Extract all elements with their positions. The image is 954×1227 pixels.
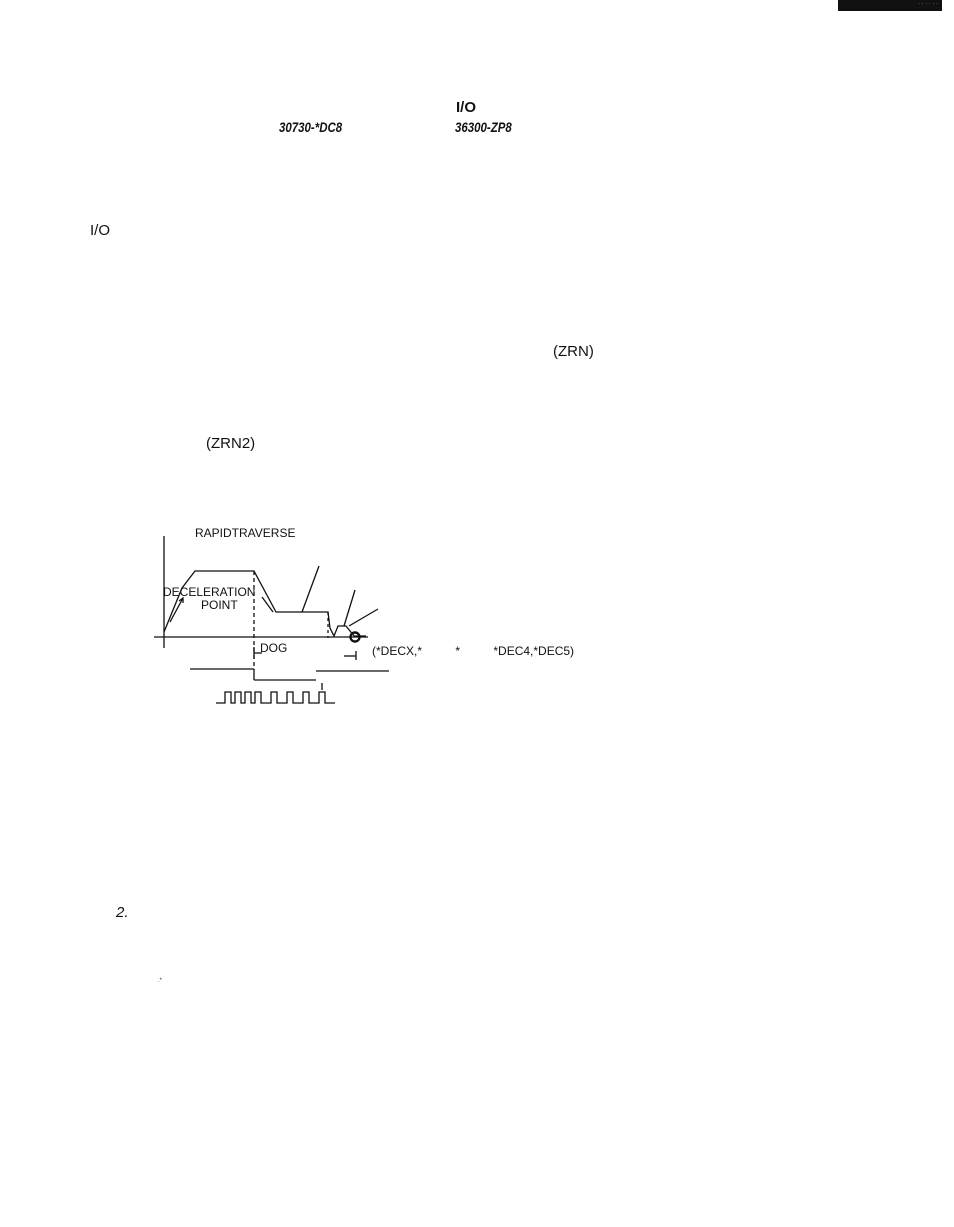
timing-diagram-graphic [154,536,389,704]
accel-pointer [169,597,184,623]
corner-bar-marking: · · · · · · [918,1,938,6]
grid-pulse-train [216,691,335,704]
reference-point-marker [349,631,361,643]
scan-speck: .* [158,978,163,984]
deceleration-point-label: POINT [201,598,238,612]
corner-header-bar: · · · · · · [838,0,942,11]
fl-speed-pointer [301,565,320,613]
rapid-traverse-label: RAPIDTRAVERSE [195,526,296,540]
decel-signals-label: (*DECX,* * *DEC4,*DEC5) [372,644,575,658]
deceleration-label: DECELERATION [163,585,256,599]
speed-profile-line [163,570,366,638]
header-part-number-2: 36300-ZP8 [455,119,512,135]
reference-return-timing-diagram: RAPIDTRAVERSE DECELERATION POINT DOG (*D… [150,520,640,710]
grid-pointer [348,608,379,627]
zrn2-signal-label: (ZRN2) [206,435,256,452]
header-part-number-1: 30730-*DC8 [279,119,343,135]
io-section-label: I/O [90,222,111,239]
decel-label-pointer [261,596,274,613]
creep-speed-pointer [343,589,356,627]
header-io-label: I/O [456,99,477,116]
item-number-2: 2. [116,904,129,921]
zrn-signal-label: (ZRN) [553,343,594,360]
dog-label: DOG [260,641,288,655]
accel-arrowhead [178,596,184,603]
